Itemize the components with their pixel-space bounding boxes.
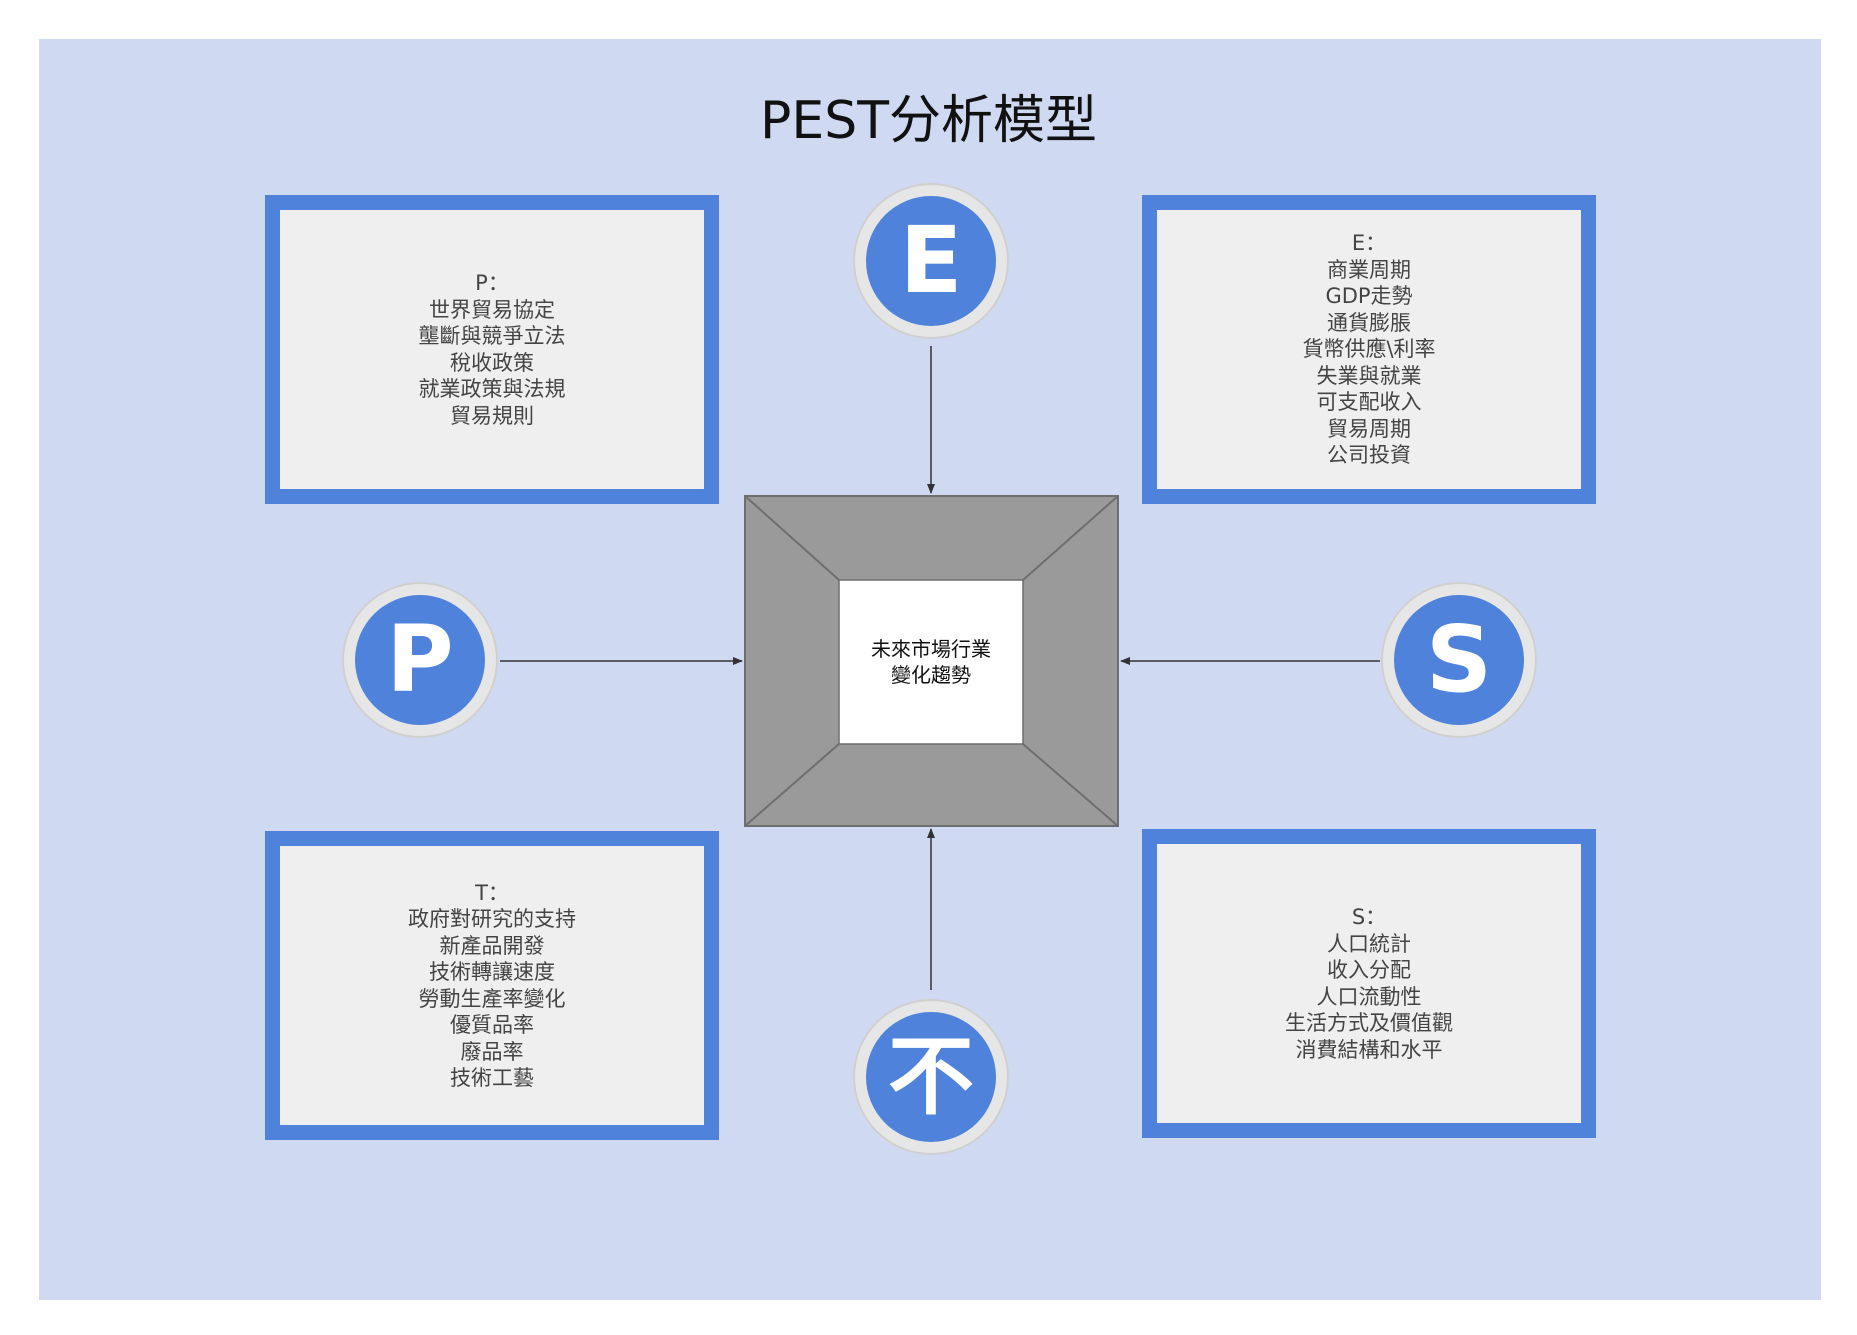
box-heading: P： <box>475 271 509 295</box>
social-circle: S <box>1381 582 1537 738</box>
technological-letter: 不 <box>866 1012 996 1142</box>
social-factors-box: S：人口統計收入分配人口流動性生活方式及價值觀消費結構和水平 <box>1142 829 1596 1138</box>
factor-item: 可支配收入 <box>1316 390 1422 415</box>
page-title: PEST分析模型 <box>760 91 1097 151</box>
factor-item: 優質品率 <box>450 1013 534 1037</box>
factor-item: 商業周期 <box>1326 257 1411 282</box>
center-label: 未來市場行業 變化趨勢 <box>839 580 1023 744</box>
factor-item: 公司投資 <box>1326 443 1411 468</box>
box-heading: E： <box>1351 231 1387 256</box>
factor-item: 生活方式及價值觀 <box>1285 1011 1453 1035</box>
political-letter: P <box>355 595 485 725</box>
factor-item: 通貨膨脹 <box>1326 310 1411 335</box>
factor-item: 廢品率 <box>460 1039 524 1064</box>
economic-circle: E <box>853 183 1009 339</box>
factor-item: GDP走勢 <box>1325 284 1413 309</box>
factor-item: 貨幣供應\利率 <box>1302 337 1436 362</box>
factor-item: 貿易周期 <box>1326 416 1411 441</box>
factor-item: 收入分配 <box>1327 958 1411 982</box>
center-line: 未來市場行業 <box>871 637 991 661</box>
factor-item: 新產品開發 <box>439 933 545 958</box>
factor-item: 稅收政策 <box>450 350 534 375</box>
factor-item: 人口統計 <box>1327 931 1411 956</box>
box-heading: S： <box>1351 905 1387 929</box>
center-pyramid <box>744 495 1119 827</box>
social-letter: S <box>1394 595 1524 725</box>
box-heading: T： <box>475 880 509 905</box>
political-circle: P <box>342 582 498 738</box>
factor-item: 就業政策與法規 <box>418 377 566 401</box>
factor-item: 世界貿易協定 <box>429 297 555 322</box>
factor-item: 貿易規則 <box>450 403 534 428</box>
factor-item: 技術工藝 <box>450 1066 534 1090</box>
technological-circle: 不 <box>853 999 1009 1155</box>
political-factors-box: P：世界貿易協定壟斷與競爭立法稅收政策就業政策與法規貿易規則 <box>265 195 719 504</box>
factor-item: 勞動生產率變化 <box>418 986 566 1011</box>
factor-item: 技術轉讓速度 <box>429 960 555 984</box>
factor-item: 人口流動性 <box>1316 984 1422 1009</box>
economic-letter: E <box>866 196 996 326</box>
technological-factors-box: T：政府對研究的支持新產品開發技術轉讓速度勞動生產率變化優質品率廢品率技術工藝 <box>265 831 719 1140</box>
factor-item: 壟斷與競爭立法 <box>418 324 566 348</box>
factor-item: 消費結構和水平 <box>1295 1037 1443 1062</box>
factor-item: 政府對研究的支持 <box>408 907 576 931</box>
center-line: 變化趨勢 <box>891 663 971 687</box>
factor-item: 失業與就業 <box>1316 363 1422 388</box>
